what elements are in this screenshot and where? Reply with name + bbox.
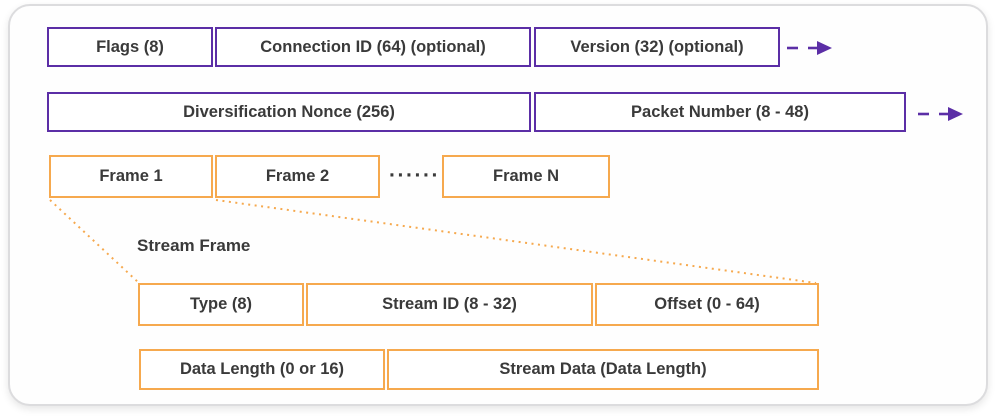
field-version: Version (32) (optional) xyxy=(534,27,780,67)
field-flags: Flags (8) xyxy=(47,27,213,67)
field-data-length: Data Length (0 or 16) xyxy=(139,349,385,390)
frame-2: Frame 2 xyxy=(215,155,380,198)
field-stream-data: Stream Data (Data Length) xyxy=(387,349,819,390)
field-type: Type (8) xyxy=(138,283,304,326)
field-stream-id: Stream ID (8 - 32) xyxy=(306,283,593,326)
field-offset: Offset (0 - 64) xyxy=(595,283,819,326)
frames-ellipsis: ······ xyxy=(389,164,440,187)
frame-1: Frame 1 xyxy=(49,155,213,198)
field-diversification-nonce: Diversification Nonce (256) xyxy=(47,92,531,132)
frame-n: Frame N xyxy=(442,155,610,198)
field-packet-number: Packet Number (8 - 48) xyxy=(534,92,906,132)
field-connection-id: Connection ID (64) (optional) xyxy=(215,27,531,67)
stream-frame-label: Stream Frame xyxy=(137,236,251,255)
